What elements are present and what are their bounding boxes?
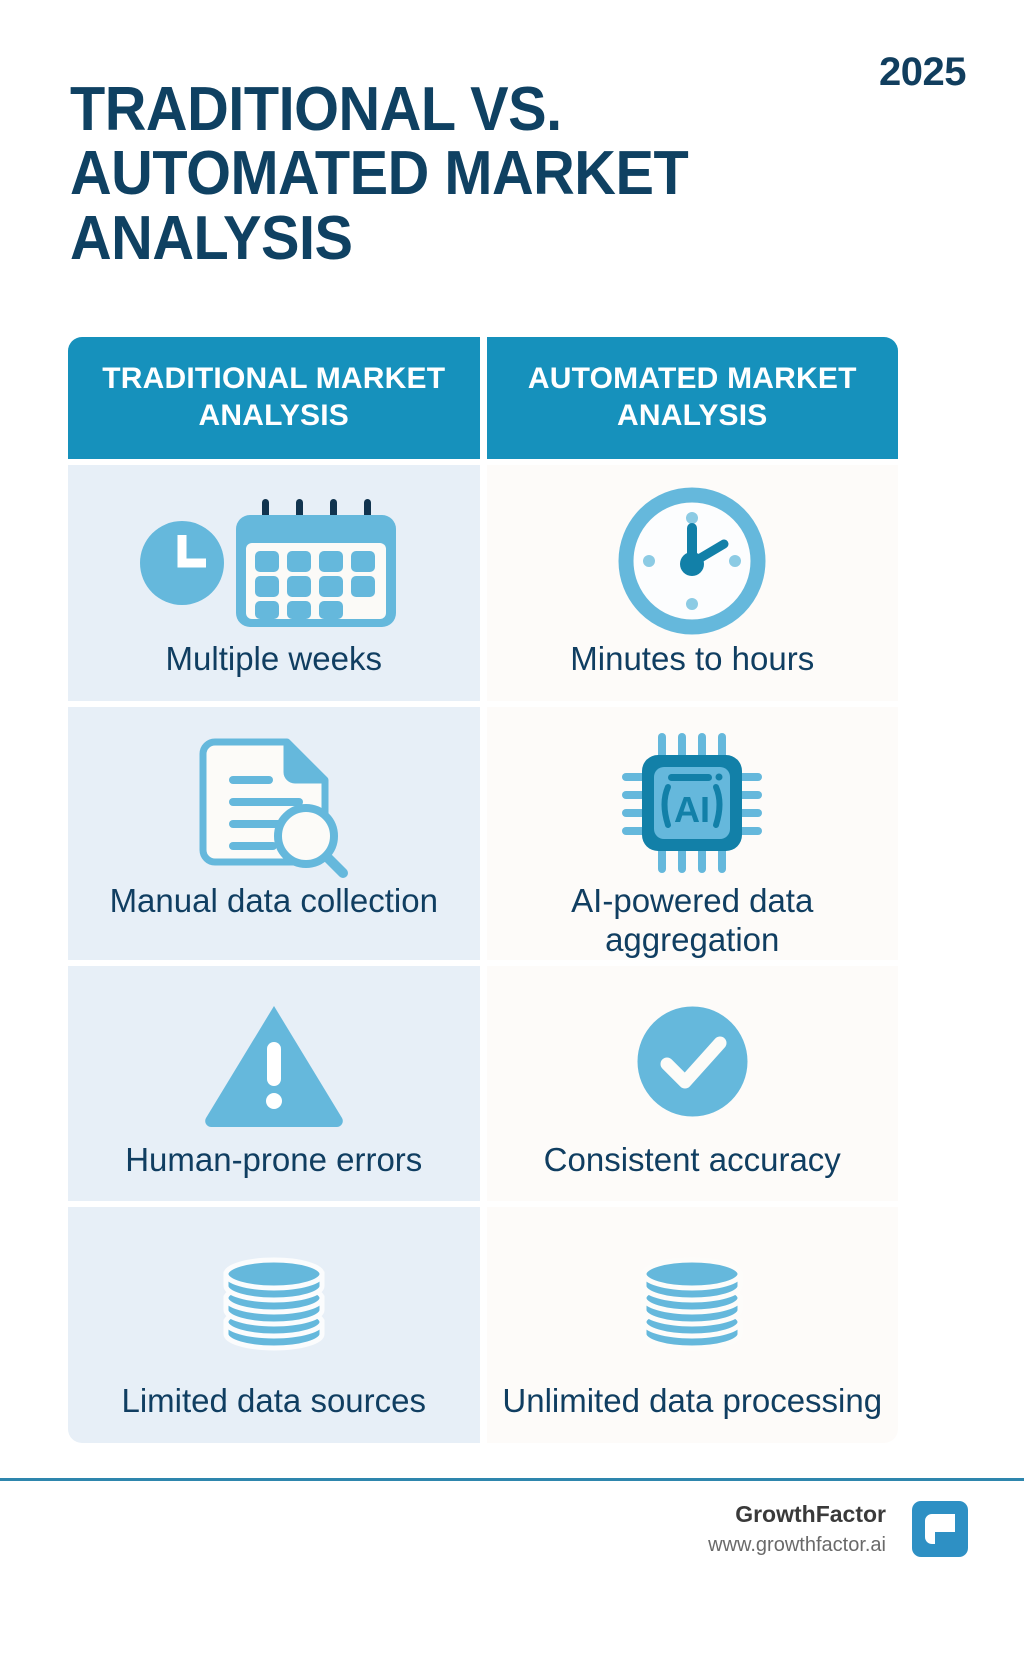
table-cell-traditional-4: Limited data sources xyxy=(68,1207,480,1443)
brand-url[interactable]: www.growthfactor.ai xyxy=(708,1533,886,1556)
brand-name: GrowthFactor xyxy=(735,1501,886,1527)
warning-triangle-icon xyxy=(68,988,480,1136)
cell-caption: Multiple weeks xyxy=(165,640,382,677)
document-search-icon xyxy=(68,729,480,878)
table-cell-traditional-2: Manual data collection xyxy=(68,706,480,960)
table-cell-traditional-1: Multiple weeks xyxy=(68,465,480,701)
table-cell-automated-2: AI AI-powered data aggregation xyxy=(486,706,899,960)
cell-caption: Minutes to hours xyxy=(570,640,815,677)
cell-caption: Manual data collection xyxy=(109,881,438,919)
table-cell-automated-3: Consistent accuracy xyxy=(486,965,899,1202)
clock-calendar-icon xyxy=(68,487,480,635)
database-icon xyxy=(487,1229,899,1377)
table-cell-automated-1: Minutes to hours xyxy=(486,465,899,701)
cell-caption: Unlimited data processing xyxy=(502,1382,883,1420)
page-title: TRADITIONAL VS. AUTOMATED MARKET ANALYSI… xyxy=(70,75,689,273)
column-header-traditional: TRADITIONAL MARKET ANALYSIS xyxy=(68,337,480,459)
table-cell-automated-4: Unlimited data processing xyxy=(486,1207,899,1443)
ai-chip-icon: AI xyxy=(487,729,899,877)
cell-caption: Consistent accuracy xyxy=(543,1140,841,1178)
footer: GrowthFactor www.growthfactor.ai xyxy=(708,1500,968,1558)
cell-caption: Human-prone errors xyxy=(125,1140,423,1178)
column-header-automated: AUTOMATED MARKET ANALYSIS xyxy=(486,337,898,459)
cell-caption: AI-powered data aggregation xyxy=(571,881,814,959)
table-cell-traditional-3: Human-prone errors xyxy=(68,965,480,1202)
check-circle-icon xyxy=(487,988,899,1136)
growthfactor-g-logo xyxy=(912,1500,968,1557)
footer-divider xyxy=(0,1478,1024,1481)
brand-block: GrowthFactor www.growthfactor.ai xyxy=(708,1500,886,1558)
clock-icon xyxy=(487,487,899,635)
cell-caption: Limited data sources xyxy=(121,1382,427,1420)
comparison-table: TRADITIONAL MARKET ANALYSIS AUTOMATED MA… xyxy=(68,337,898,1443)
svg-text:AI: AI xyxy=(674,789,710,830)
database-icon xyxy=(68,1229,480,1377)
year-label: 2025 xyxy=(879,50,966,94)
